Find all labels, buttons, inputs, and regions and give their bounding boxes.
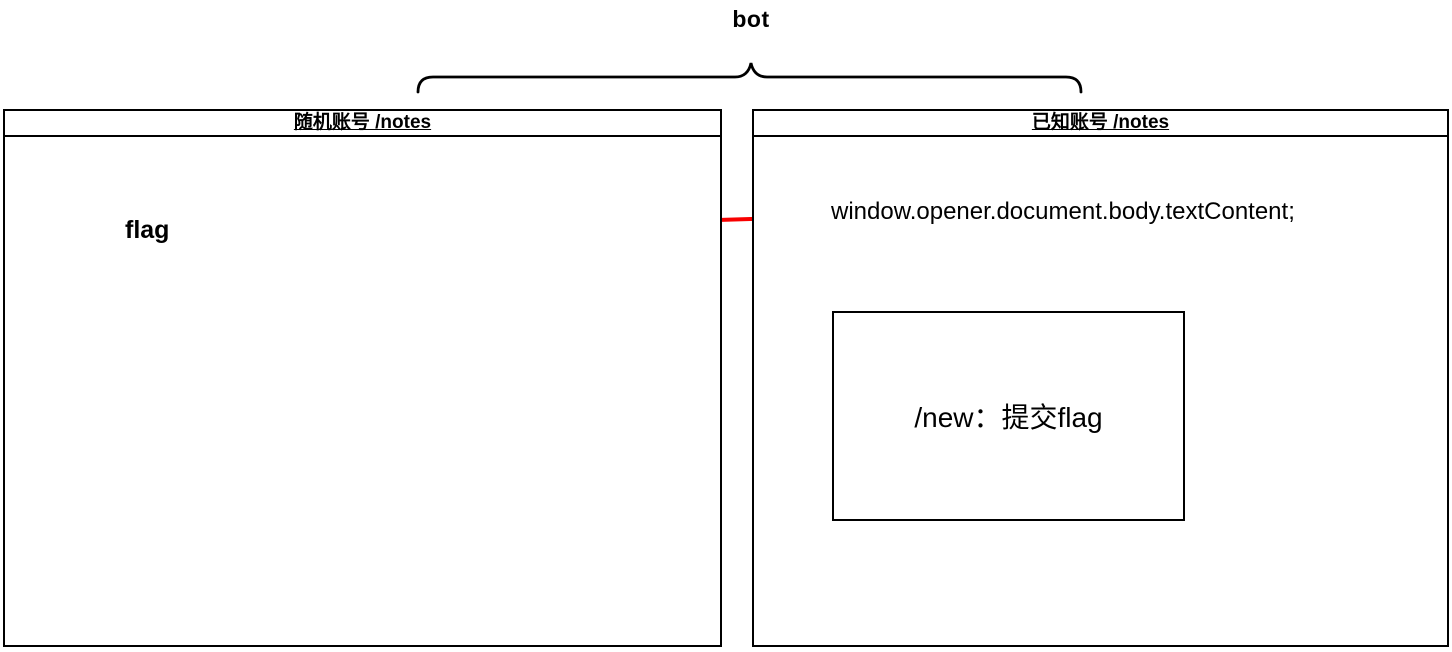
panel-known-account-title: 已知账号 /notes xyxy=(754,111,1447,137)
flag-label: flag xyxy=(125,216,170,244)
bot-brace-icon xyxy=(416,62,1083,94)
opener-code-text: window.opener.document.body.textContent; xyxy=(831,198,1295,225)
panel-random-account: 随机账号 /notes xyxy=(3,109,722,647)
submit-flag-box-label: /new：提交flag xyxy=(914,402,1103,433)
submit-flag-box: /new：提交flag xyxy=(832,311,1185,521)
panel-random-account-title: 随机账号 /notes xyxy=(5,111,720,137)
bot-label: bot xyxy=(732,6,770,32)
